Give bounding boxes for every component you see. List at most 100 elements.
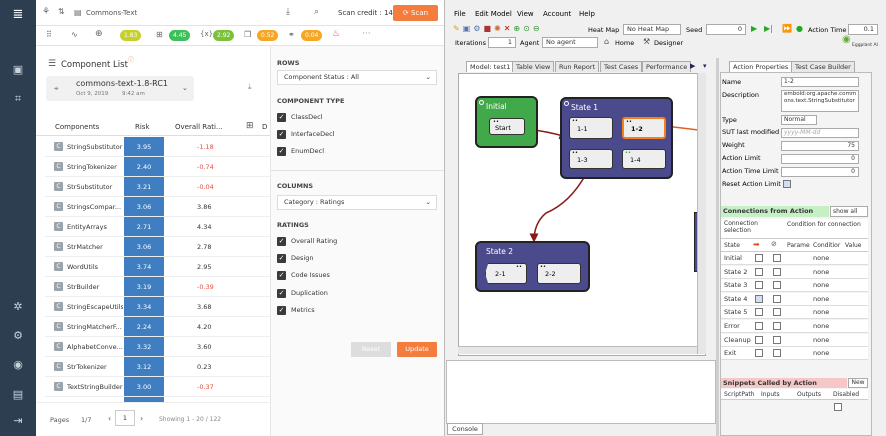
connection-checkbox[interactable] [755,322,763,330]
connection-condition[interactable]: none [813,349,830,358]
tab-run-report[interactable]: Run Report [555,61,600,72]
designer-button[interactable]: Designer [654,39,684,47]
tab-scroll-right-icon[interactable]: ▶ [690,62,696,70]
hide-checkbox[interactable] [773,281,781,290]
component-name[interactable]: StringSubstitutor [67,143,123,151]
checkbox-design[interactable]: ✓Design [277,254,313,263]
connection-condition[interactable]: none [813,267,830,276]
tab-test-cases[interactable]: Test Cases [600,61,643,72]
step-icon[interactable]: ▶| [764,24,773,33]
tab-action-properties[interactable]: Action Properties [729,61,793,72]
connection-checkbox[interactable] [755,254,763,262]
connection-checkbox[interactable] [755,294,763,303]
zoom-in-icon[interactable]: ⊕ [513,24,524,33]
description-input[interactable]: embold:org.apache.commons.text.StringSub… [781,90,859,112]
page-input[interactable]: 1 [115,410,135,426]
component-name[interactable]: WordUtils [67,263,99,271]
canvas-h-scrollbar[interactable] [458,346,698,354]
hide-checkbox[interactable] [773,254,781,262]
action-time-limit-input[interactable]: 0 [781,167,859,177]
component-name[interactable]: StringsCompar... [67,203,122,211]
connection-condition[interactable]: none [813,322,830,330]
hide-checkbox[interactable] [773,335,781,344]
connection-checkbox[interactable] [755,281,763,290]
connection-checkbox[interactable] [755,267,763,276]
weight-input[interactable]: 75 [781,141,859,151]
download-icon[interactable]: ⤓ [286,7,290,17]
next-page-icon[interactable]: › [140,414,144,423]
record-run-icon[interactable]: ● [796,24,803,33]
tab-performance[interactable]: Performance [642,61,692,72]
settings-icon[interactable]: ⚙ [13,329,23,342]
tab-console[interactable]: Console [447,423,483,435]
zoom-icon[interactable]: ⊙ [523,24,533,33]
component-name[interactable]: TextStringBuilder [67,383,123,391]
scan-button[interactable]: ⟳ Scan [393,5,438,21]
type-select[interactable]: Normal [781,115,817,125]
message-icon[interactable]: ▤ [12,388,24,401]
gear-icon[interactable]: ✲ [13,300,23,313]
component-name[interactable]: StrBuilder [67,283,100,291]
designer-icon[interactable]: ⚒ [643,37,651,46]
logout-icon[interactable]: ⇥ [13,414,23,427]
connection-condition[interactable]: none [813,254,830,262]
agent-select[interactable]: No agent [542,37,598,48]
version-selector[interactable]: ⌖ commons-text-1.8-RC1 Oct 9, 2019 9:42 … [46,76,194,101]
state-2[interactable]: State 2 ••2-1 ••2-2 [475,241,590,292]
columns-select[interactable]: Category : Ratings⌄ [277,195,437,210]
tab-menu-icon[interactable]: ▾ [703,62,707,70]
component-name[interactable]: StringTokenizer [67,163,117,171]
col-components[interactable]: Components [55,123,100,131]
sort-icon[interactable]: ⇅ [58,7,65,16]
checkbox-overall-rating[interactable]: ✓Overall Rating [277,237,337,246]
action-2-1[interactable]: ••2-1 [485,263,527,284]
action-1-4[interactable]: ••1-4 [622,149,666,169]
connection-condition[interactable]: none [813,308,830,317]
heat-map-select[interactable]: No Heat Map [623,24,681,35]
play-icon[interactable]: ▶ [751,24,758,33]
prev-page-icon[interactable]: ‹ [108,414,112,423]
home-icon[interactable]: ⌂ [604,37,610,46]
tab-table-view[interactable]: Table View [512,61,555,72]
component-name[interactable]: StrSubstitutor [67,183,113,191]
fast-forward-icon[interactable]: ⏩ [782,24,792,33]
connection-condition[interactable]: none [813,294,830,303]
action-1-3[interactable]: ••1-3 [569,149,613,169]
hide-checkbox[interactable] [773,322,781,330]
download-icon[interactable]: ⤓ [248,82,252,91]
component-name[interactable]: AlphabetConve... [67,343,123,351]
user-icon[interactable]: ◉ [13,358,23,371]
checkbox-metrics[interactable]: ✓Metrics [277,306,315,315]
scan-icon[interactable]: ⌗ [14,92,22,105]
grid-icon[interactable]: ⊞ [246,121,254,131]
state-initial[interactable]: Initial ••Start [475,96,538,148]
state-1[interactable]: State 1 ••1-1 ••1-2 ••1-3 ••1-4 [560,97,673,179]
menu-help[interactable]: Help [579,10,595,18]
split-handle[interactable] [716,58,719,436]
reset-limit-checkbox[interactable] [783,180,791,188]
hide-checkbox[interactable] [773,349,781,358]
tab-test-case-builder[interactable]: Test Case Builder [791,61,855,72]
seed-input[interactable]: 0 [706,24,746,35]
connection-checkbox[interactable] [755,335,763,344]
action-limit-input[interactable]: 0 [781,154,859,164]
save-icon[interactable]: ▣ [462,24,474,33]
tree-icon[interactable]: ⚘ [42,7,51,17]
menu-view[interactable]: View [517,10,534,18]
col-risk[interactable]: Risk [135,123,150,131]
connection-condition[interactable]: none [813,335,830,344]
info-icon[interactable]: ⓘ [128,57,135,64]
action-1-1[interactable]: ••1-1 [569,117,613,139]
home-button[interactable]: Home [615,39,635,47]
hide-checkbox[interactable] [773,308,781,317]
